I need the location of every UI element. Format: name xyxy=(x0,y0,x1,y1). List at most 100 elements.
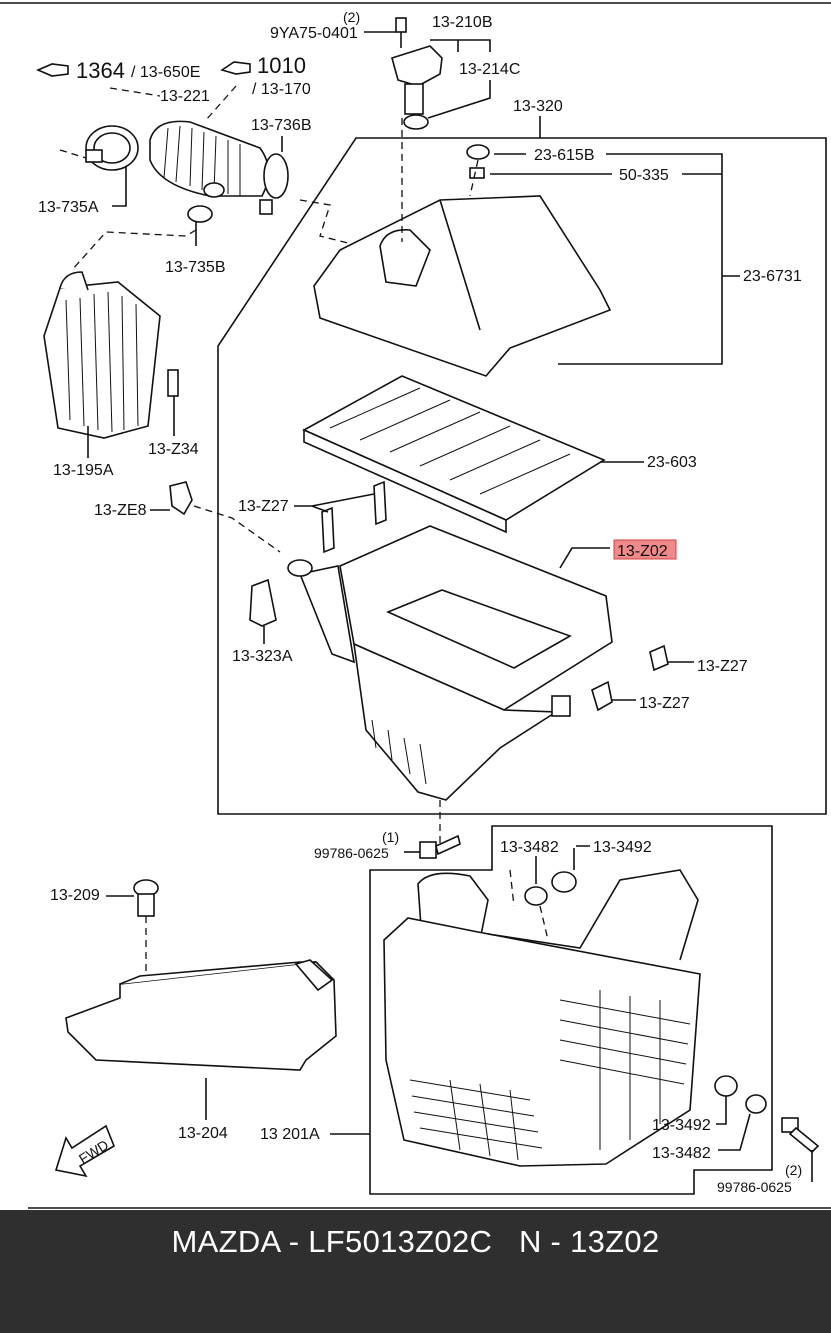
label-13-323a: 13-323A xyxy=(232,648,293,665)
label-qty-2-bottom: (2) xyxy=(785,1162,802,1178)
hose-clamp-13-736b xyxy=(263,153,289,199)
label-13-735a: 13-735A xyxy=(38,199,99,216)
o-ring-13-214c xyxy=(403,114,429,130)
label-1010: 1010 xyxy=(257,53,306,78)
air-cleaner-frame xyxy=(217,137,827,815)
footer-ref-prefix: N xyxy=(518,1224,542,1259)
footer-separator-2: - xyxy=(541,1224,571,1259)
label-13-736b: 13-736B xyxy=(251,117,312,134)
case-drain xyxy=(551,695,571,717)
label-13-3482-b: 13-3482 xyxy=(652,1145,711,1162)
label-13-z02: 13-Z02 xyxy=(617,543,668,560)
label-1364: 1364 xyxy=(76,58,125,83)
clips-top-group xyxy=(150,480,387,554)
leader-13-735a xyxy=(112,166,127,207)
grommet-23-615b xyxy=(466,144,490,160)
label-23-615b: 23-615B xyxy=(534,147,595,164)
label-13-z27-b: 13-Z27 xyxy=(697,658,748,675)
air-cleaner-lower-group xyxy=(330,869,701,1167)
bracket-23-6731 xyxy=(558,153,723,365)
air-filter-side xyxy=(303,428,507,534)
label-23-6731: 23-6731 xyxy=(743,268,802,285)
footer-ref-code: 13Z02 xyxy=(570,1224,660,1259)
mounts-top-group xyxy=(509,845,590,941)
label-qty-1: (1) xyxy=(382,829,399,845)
pointer-hand-icon-1010 xyxy=(220,61,251,75)
label-13-z34: 13-Z34 xyxy=(148,441,199,458)
label-13-195a: 13-195A xyxy=(53,462,114,479)
bolt-99786-0625-b-group xyxy=(781,1117,820,1182)
leader-13-3492-b xyxy=(716,1096,727,1125)
air-cleaner-case-group xyxy=(287,525,613,846)
case-bracket xyxy=(298,565,356,664)
clip-13-ze8 xyxy=(169,481,193,516)
leader-13-210b xyxy=(430,39,491,52)
air-cleaner-cover-23-6731 xyxy=(313,195,612,377)
dash-13-221 xyxy=(109,87,161,97)
air-cleaner-cover-group xyxy=(313,118,740,377)
screw-9ya75-0401 xyxy=(395,17,407,33)
dash-hose-to-cover xyxy=(299,199,361,247)
side-clips-group xyxy=(591,644,694,712)
cover-edge xyxy=(439,199,481,331)
grommet-13-323a xyxy=(249,578,277,627)
hose-ribs xyxy=(163,125,241,196)
mount-13-3482-a xyxy=(524,886,548,906)
footer-separator: - xyxy=(279,1224,309,1259)
intake-hose-group xyxy=(35,61,361,271)
bolt-shaft-99786-0625-b xyxy=(788,1126,820,1154)
label-13-320: 13-320 xyxy=(513,98,563,115)
leader-13-214c xyxy=(427,80,491,119)
label-13-204: 13-204 xyxy=(178,1125,228,1142)
case-ribs xyxy=(371,719,427,785)
dash-to-resonator xyxy=(71,229,197,271)
label-13-170: / 13-170 xyxy=(252,81,311,98)
lower-frame xyxy=(369,825,773,1195)
grommet-13-323a-group xyxy=(249,578,277,644)
dash-clamp-a xyxy=(59,149,87,159)
bolt-head-99786-0625-b xyxy=(781,1117,799,1133)
dash-grommet xyxy=(469,159,479,197)
label-13-221: 13-221 xyxy=(160,88,210,105)
label-13-3492-a: 13-3492 xyxy=(593,839,652,856)
leader-13-z27-a xyxy=(294,493,375,513)
leader-13-3492-a xyxy=(573,845,590,870)
dash-ze8 xyxy=(193,505,281,553)
label-13-3482-a: 13-3482 xyxy=(500,839,559,856)
hose-clamp-13-735b xyxy=(187,205,213,223)
resonator-13-195a xyxy=(43,281,161,439)
parts-diagram: 9YA75-0401 (2) 13-210B 13-214C 1364 / 13… xyxy=(0,2,831,1209)
filter-pleats xyxy=(329,387,571,495)
clip-13-z27-a1 xyxy=(373,480,387,526)
maf-sensor-group xyxy=(364,17,491,130)
label-13-z27-a: 13-Z27 xyxy=(238,498,289,515)
label-23-603: 23-603 xyxy=(647,454,697,471)
nut-50-335 xyxy=(469,167,485,179)
label-13-210b: 13-210B xyxy=(432,14,493,31)
air-filter-group xyxy=(302,375,644,534)
bolt-shaft-99786-0625-a xyxy=(435,834,461,856)
label-50-335: 50-335 xyxy=(619,167,669,184)
footer-brand: MAZDA xyxy=(171,1224,280,1259)
label-13-201a: 13 201A xyxy=(260,1126,320,1143)
mount-13-3482-b xyxy=(745,1094,767,1114)
highlight-13-z02 xyxy=(613,539,677,560)
mounts-bottom-group xyxy=(714,1075,767,1151)
maf-sensor-13-210b xyxy=(391,45,443,87)
resonator-neck xyxy=(59,271,89,291)
resonator-ribs xyxy=(65,291,139,433)
screw-13-z34 xyxy=(167,369,179,397)
clamp-screw-a xyxy=(85,149,103,163)
label-13-ze8: 13-ZE8 xyxy=(94,502,147,519)
label-qty-2-top: (2) xyxy=(343,9,360,25)
duct-end-flange xyxy=(294,959,334,992)
hose-nipple xyxy=(203,182,225,198)
label-13-735b: 13-735B xyxy=(165,259,226,276)
air-duct-13-204 xyxy=(65,961,337,1071)
label-13-214c: 13-214C xyxy=(459,61,520,78)
pointer-hand-icon-1364 xyxy=(35,63,69,77)
label-13-650e: / 13-650E xyxy=(131,64,200,81)
cover-outlet-neck xyxy=(379,229,431,287)
mount-13-3492-a xyxy=(551,871,577,893)
leader-13-3482-b xyxy=(718,1113,751,1151)
